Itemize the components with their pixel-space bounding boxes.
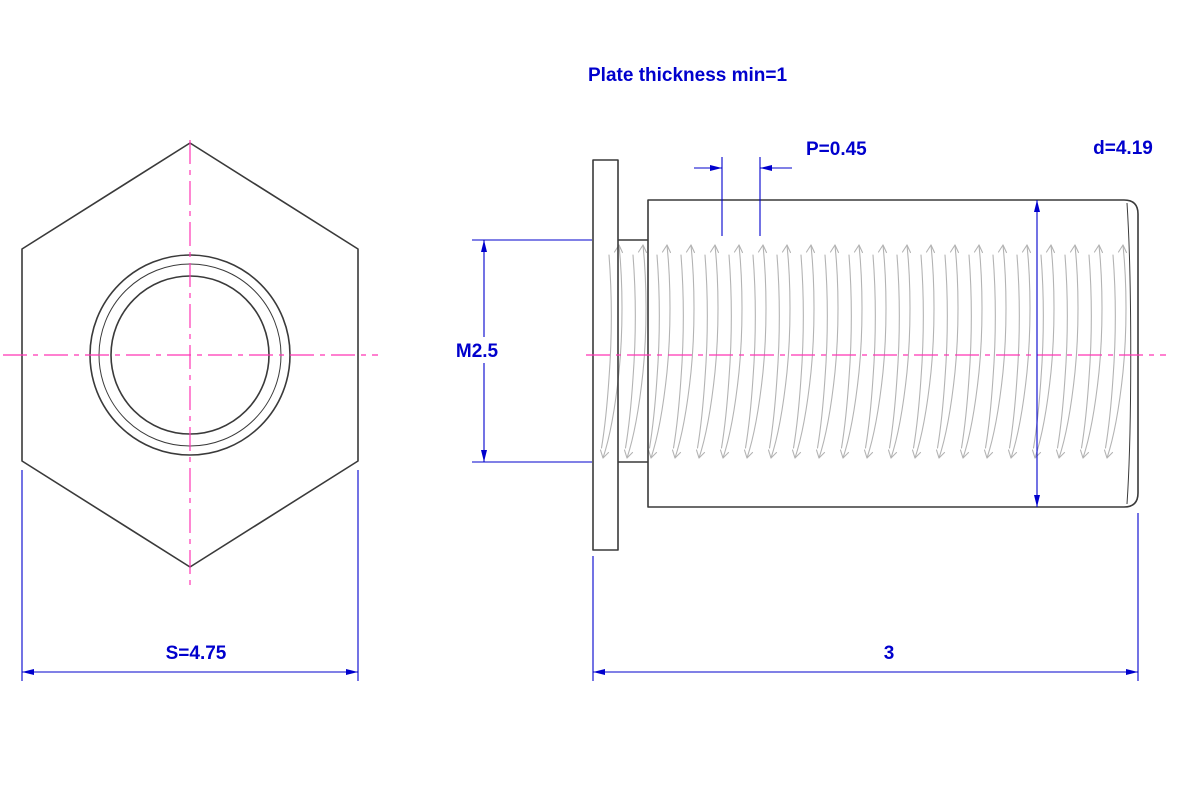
dimension-width-across-flats: S=4.75: [21, 470, 359, 681]
dimension-pitch: P=0.45: [694, 139, 867, 236]
dimension-overall-length: 3: [592, 513, 1139, 681]
thread-texture: [600, 240, 1128, 462]
plate-thickness-note: Plate thickness min=1: [588, 65, 787, 86]
dimension-label-length: 3: [884, 643, 895, 664]
dimension-outer-diameter: d=4.19: [1034, 138, 1153, 507]
label-mask: [446, 337, 510, 363]
dimension-label-diameter: d=4.19: [1093, 138, 1153, 159]
dimension-label-pitch: P=0.45: [806, 139, 867, 160]
dimension-label-thread: M2.5: [456, 341, 499, 362]
front-view: S=4.75: [3, 140, 378, 681]
dimension-thread-size: M2.5: [446, 239, 592, 463]
dimension-label-s: S=4.75: [166, 643, 227, 664]
body-outline: [647, 199, 1139, 508]
side-view: Plate thickness min=1 M2.5 P=0.45 d=4.19: [446, 65, 1166, 681]
